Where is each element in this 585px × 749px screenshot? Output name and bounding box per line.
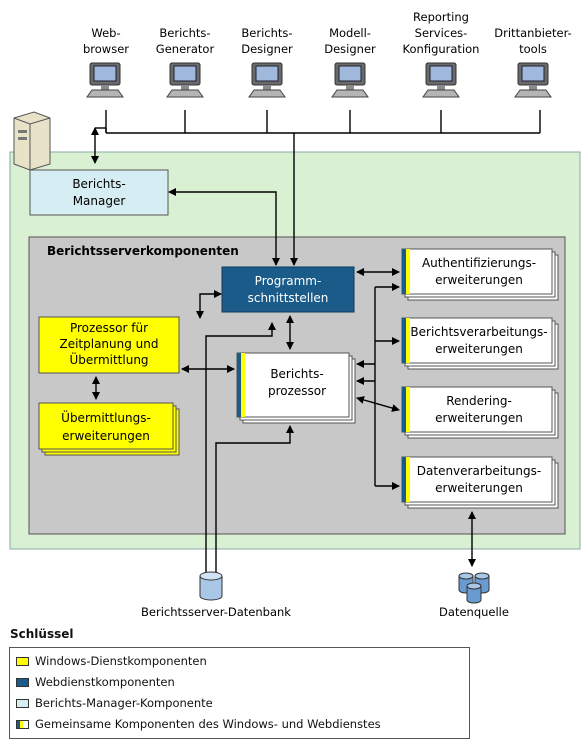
legend-label: Gemeinsame Komponenten des Windows- und …	[35, 717, 381, 731]
svg-text:tools: tools	[519, 42, 547, 56]
report-processing-extensions-stack: Berichtsverarbeitungs- erweiterungen	[401, 317, 559, 370]
swatch-common	[16, 719, 29, 729]
client-model-designer: Modell- Designer	[324, 26, 376, 98]
database-icon	[199, 571, 223, 601]
svg-text:erweiterungen: erweiterungen	[435, 273, 523, 287]
data-processing-extensions-stack: Datenverarbeitungs- erweiterungen	[401, 456, 559, 509]
svg-text:Manager: Manager	[73, 194, 126, 208]
svg-text:Drittanbieter-: Drittanbieter-	[494, 26, 571, 40]
client-rs-configuration: Reporting Services- Konfiguration	[403, 10, 480, 98]
svg-text:Übermittlungs-: Übermittlungs-	[61, 409, 151, 425]
database-label: Berichtsserver-Datenbank	[141, 605, 291, 619]
svg-text:Designer: Designer	[324, 42, 376, 56]
svg-text:Reporting: Reporting	[413, 10, 469, 24]
legend-item-web: Webdienstkomponenten	[16, 673, 175, 691]
client-report-designer: Berichts- Designer	[241, 26, 293, 98]
report-manager-box: Berichts- Manager	[29, 169, 169, 216]
legend-label: Webdienstkomponenten	[35, 675, 175, 689]
svg-text:Berichts-: Berichts-	[241, 26, 292, 40]
datasource-icon	[458, 572, 490, 604]
authentication-extensions-stack: Authentifizierungs- erweiterungen	[401, 248, 559, 301]
internal-arrows	[92, 268, 476, 586]
swatch-report-manager	[16, 698, 29, 708]
svg-text:Zeitplanung und: Zeitplanung und	[59, 337, 158, 351]
svg-text:Konfiguration: Konfiguration	[403, 42, 480, 56]
svg-text:Berichts-: Berichts-	[72, 177, 125, 191]
legend-item-report-manager: Berichts-Manager-Komponente	[16, 694, 213, 712]
svg-text:erweiterungen: erweiterungen	[435, 342, 523, 356]
legend-label: Windows-Dienstkomponenten	[35, 654, 207, 668]
svg-text:Web-: Web-	[91, 26, 120, 40]
report-processor-stack: Berichts- prozessor	[236, 352, 356, 424]
legend-item-windows: Windows-Dienstkomponenten	[16, 652, 207, 670]
svg-text:Services-: Services-	[415, 26, 468, 40]
legend-label: Berichts-Manager-Komponente	[35, 696, 213, 710]
svg-text:Berichts-: Berichts-	[270, 367, 323, 381]
svg-text:browser: browser	[83, 42, 129, 56]
server-icon	[13, 111, 51, 171]
datasource-label: Datenquelle	[439, 605, 509, 619]
svg-text:Modell-: Modell-	[329, 26, 371, 40]
svg-text:Rendering-: Rendering-	[446, 394, 512, 408]
svg-text:erweiterungen: erweiterungen	[435, 411, 523, 425]
client-bus	[105, 110, 541, 134]
scheduling-delivery-processor-box: Prozessor für Zeitplanung und Übermittlu…	[38, 316, 180, 374]
svg-text:Datenverarbeitungs-: Datenverarbeitungs-	[417, 464, 541, 478]
svg-text:Prozessor für: Prozessor für	[70, 321, 148, 335]
svg-text:Designer: Designer	[241, 42, 293, 56]
svg-text:schnittstellen: schnittstellen	[248, 291, 329, 305]
monitor-icon	[166, 62, 204, 98]
svg-text:Generator: Generator	[156, 42, 215, 56]
svg-text:Programm-: Programm-	[255, 274, 322, 288]
svg-text:Berichts-: Berichts-	[159, 26, 210, 40]
architecture-diagram: Berichtsserverkomponenten Web- browser B…	[9, 10, 581, 619]
legend-item-common: Gemeinsame Komponenten des Windows- und …	[16, 715, 381, 733]
delivery-extensions-stack: Übermittlungs- erweiterungen	[38, 402, 180, 456]
client-third-party: Drittanbieter- tools	[494, 26, 572, 98]
monitor-icon	[86, 62, 124, 98]
monitor-icon	[248, 62, 286, 98]
monitor-icon	[422, 62, 460, 98]
svg-text:erweiterungen: erweiterungen	[435, 481, 523, 495]
svg-text:Berichtsverarbeitungs-: Berichtsverarbeitungs-	[410, 325, 547, 339]
client-report-builder: Berichts- Generator	[156, 26, 215, 98]
legend-title: Schlüssel	[10, 627, 74, 641]
monitor-icon	[514, 62, 552, 98]
svg-text:erweiterungen: erweiterungen	[62, 429, 150, 443]
monitor-icon	[331, 62, 369, 98]
arrow-manager-api	[168, 188, 280, 266]
rendering-extensions-stack: Rendering- erweiterungen	[401, 386, 559, 439]
svg-text:Übermittlung: Übermittlung	[69, 351, 148, 367]
client-webbrowser: Web- browser	[83, 26, 129, 98]
svg-text:Authentifizierungs-: Authentifizierungs-	[422, 256, 536, 270]
swatch-web-service	[16, 677, 29, 687]
svg-text:prozessor: prozessor	[268, 384, 326, 398]
programming-interfaces-box: Programm- schnittstellen	[221, 266, 355, 313]
legend: Windows-Dienstkomponenten Webdienstkompo…	[9, 647, 470, 739]
components-title: Berichtsserverkomponenten	[47, 244, 239, 258]
swatch-windows-service	[16, 656, 29, 666]
